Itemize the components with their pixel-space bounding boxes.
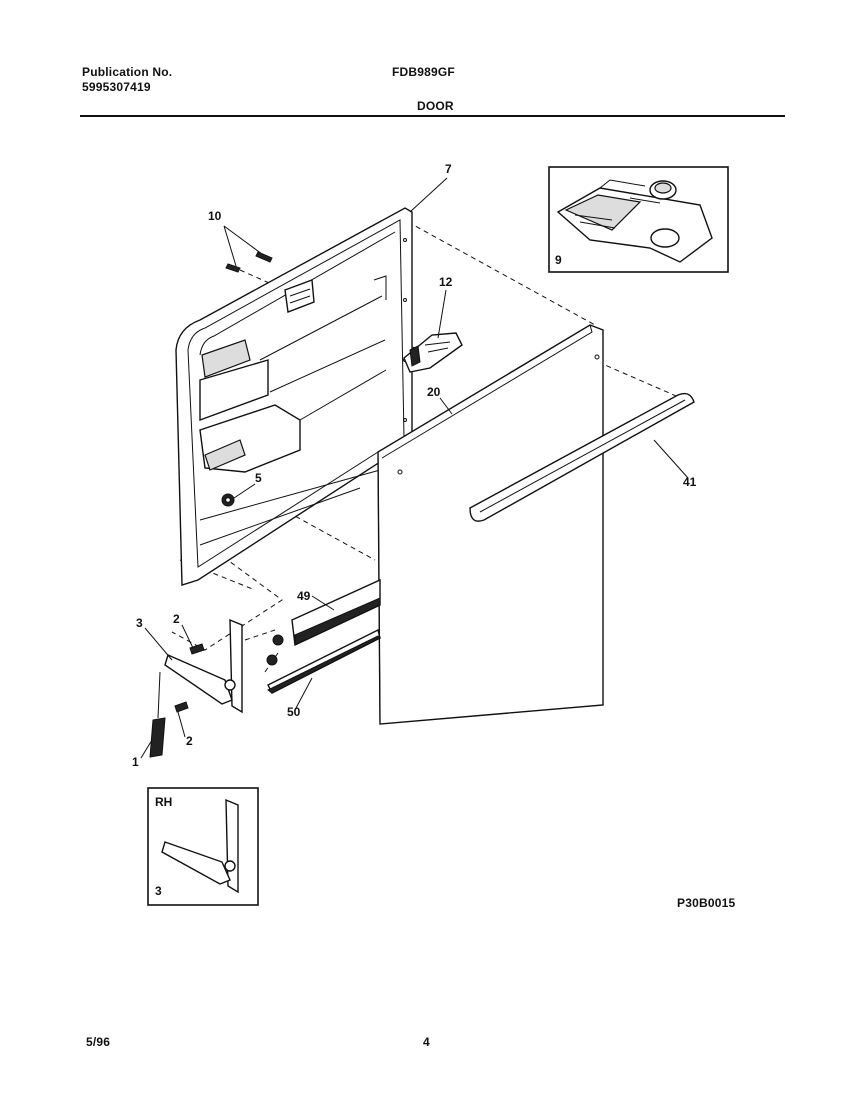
callout-screws-top: 10 <box>208 209 222 223</box>
bottom-strip <box>267 628 381 694</box>
trim-strip <box>291 578 381 647</box>
footer-date: 5/96 <box>86 1035 111 1049</box>
drawing-code: P30B0015 <box>677 896 736 910</box>
callout-bumper: 5 <box>255 471 262 485</box>
callout-spring: 1 <box>132 755 139 769</box>
callout-bottom-strip: 50 <box>287 705 301 719</box>
callout-dispenser: 9 <box>555 253 562 267</box>
inner-door-frame <box>175 207 413 586</box>
model-number: FDB989GF <box>392 65 455 79</box>
publication-number: 5995307419 <box>82 80 151 94</box>
leader-lines <box>140 177 689 759</box>
header-rule <box>80 115 785 117</box>
callout-inner-door: 7 <box>445 162 452 176</box>
rh-hinge-inset: RH 3 <box>147 787 259 906</box>
callout-hinge: 3 <box>136 616 143 630</box>
callout-latch: 12 <box>439 275 453 289</box>
door-latch <box>403 332 463 373</box>
page-number: 4 <box>423 1035 430 1049</box>
callout-trim-strip: 49 <box>297 589 311 603</box>
callout-screw-b: 2 <box>186 734 193 748</box>
callout-outer-panel: 20 <box>427 385 441 399</box>
bumper <box>221 493 235 507</box>
callout-handle: 41 <box>683 475 697 489</box>
rh-part-number: 3 <box>155 884 162 898</box>
publication-label: Publication No. <box>82 65 173 79</box>
hinge-assembly <box>149 618 284 758</box>
rh-label: RH <box>155 795 172 809</box>
outer-door-panel <box>377 324 604 725</box>
callout-screw-a: 2 <box>173 612 180 626</box>
screws-top <box>225 251 273 273</box>
door-handle <box>469 392 695 522</box>
section-title: DOOR <box>417 99 454 113</box>
dispenser-inset <box>548 166 729 273</box>
